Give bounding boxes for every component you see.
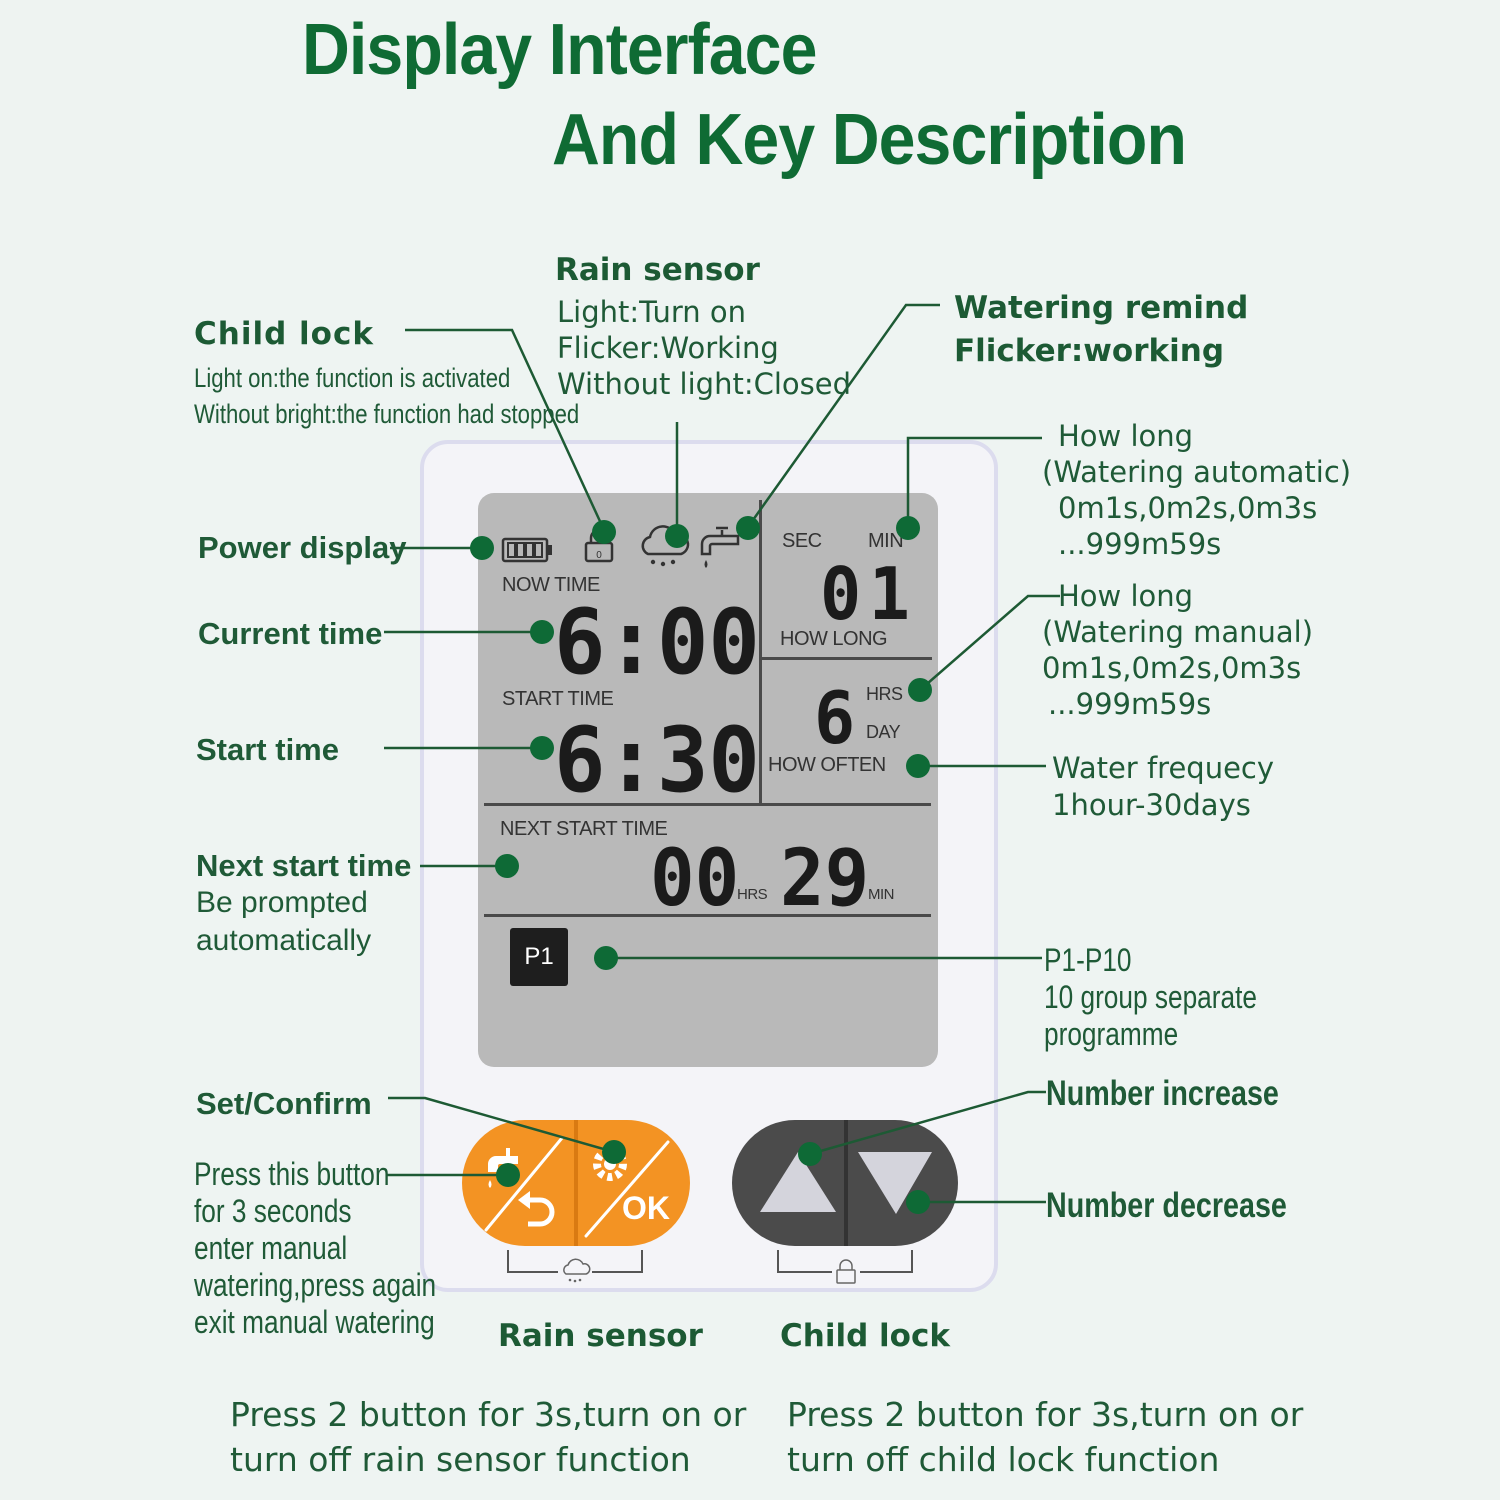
set-confirm-line: exit manual watering: [194, 1304, 435, 1340]
program-line: 10 group separate: [1044, 979, 1257, 1015]
how-long-auto-line: (Watering automatic): [1042, 455, 1352, 489]
now-time-label: NOW TIME: [502, 574, 600, 596]
start-time-label: START TIME: [502, 688, 614, 710]
ok-label: OK: [622, 1190, 670, 1226]
next-start-minutes: 29: [780, 834, 870, 924]
rain-sensor-line: Without light:Closed: [557, 367, 852, 401]
how-long-manual-line: (Watering manual): [1042, 615, 1314, 649]
rain-sensor-function-line: Press 2 button for 3s,turn on or: [230, 1395, 747, 1434]
sec-label: SEC: [782, 530, 822, 552]
start-time-callout: Start time: [196, 732, 339, 767]
program-desc: P1-P10 10 group separate programme: [1044, 942, 1257, 1053]
child-lock-bracket: [777, 1250, 913, 1286]
now-time-display: 6:00: [554, 590, 760, 695]
power-display-label: Power display: [198, 530, 407, 565]
how-often-display: 6: [814, 676, 856, 760]
how-long-auto-line: ...999m59s: [1058, 527, 1222, 561]
next-start-desc: Be prompted automatically: [196, 884, 371, 960]
child-lock-line: Without bright:the function had stopped: [194, 399, 580, 429]
child-lock-function-desc: Press 2 button for 3s,turn on or turn of…: [787, 1392, 1303, 1482]
rain-sensor-bracket: [507, 1250, 643, 1284]
next-start-heading: Next start time: [196, 848, 412, 883]
child-lock-function-line: turn off child lock function: [787, 1440, 1220, 1479]
up-arrow-icon: [760, 1152, 836, 1212]
battery-icon: [501, 537, 552, 563]
child-lock-line: Light on:the function is activated: [194, 363, 511, 393]
program-line: P1-P10: [1044, 942, 1132, 978]
set-confirm-line: Press this button: [194, 1156, 390, 1192]
program-line: programme: [1044, 1016, 1179, 1052]
set-confirm-line: for 3 seconds: [194, 1193, 352, 1229]
faucet-icon: [700, 526, 740, 568]
number-decrease-label: Number decrease: [1046, 1186, 1287, 1225]
number-increase-button[interactable]: [732, 1120, 845, 1246]
next-start-minutes-unit: MIN: [868, 886, 895, 903]
lcd-divider: [762, 657, 932, 660]
child-lock-heading: Child lock: [194, 316, 374, 352]
water-frequency-desc: Water frequecy 1hour-30days: [1052, 750, 1274, 824]
rain-sensor-desc: Light:Turn on Flicker:Working Without li…: [557, 294, 851, 402]
set-confirm-desc: Press this button for 3 seconds enter ma…: [194, 1156, 436, 1341]
down-arrow-icon: [858, 1152, 932, 1214]
how-long-display: 01: [820, 552, 918, 636]
number-decrease-button[interactable]: [848, 1120, 958, 1246]
how-long-manual-line: 0m1s,0m2s,0m3s: [1042, 651, 1302, 685]
child-lock-title: Child lock: [780, 1318, 950, 1354]
watering-remind-desc: Flicker:working: [954, 333, 1225, 369]
lcd-divider: [759, 500, 762, 804]
how-long-auto-desc: How long (Watering automatic) 0m1s,0m2s,…: [1042, 418, 1351, 562]
rain-sensor-function-desc: Press 2 button for 3s,turn on or turn of…: [230, 1392, 746, 1482]
lcd-divider: [484, 914, 931, 917]
rain-sensor-line: Light:Turn on: [557, 295, 746, 329]
program-badge: P1: [510, 928, 568, 986]
how-long-manual-line: ...999m59s: [1048, 687, 1212, 721]
set-confirm-line: enter manual: [194, 1230, 348, 1266]
page-title-line-1: Display Interface: [302, 10, 817, 90]
next-start-line: Be prompted: [196, 886, 368, 919]
next-start-line: automatically: [196, 924, 372, 957]
rain-sensor-heading: Rain sensor: [555, 252, 760, 288]
how-long-auto-line: How long: [1058, 419, 1194, 453]
child-lock-function-line: Press 2 button for 3s,turn on or: [787, 1395, 1304, 1434]
rain-cloud-icon: [641, 525, 690, 567]
page-title-line-2: And Key Description: [552, 100, 1187, 180]
start-time-display: 6:30: [554, 708, 760, 813]
lcd-divider: [484, 803, 931, 806]
button-divider: [844, 1120, 848, 1246]
child-lock-desc: Light on:the function is activated Witho…: [194, 360, 579, 432]
hrs-label: HRS: [866, 684, 903, 704]
how-long-auto-line: 0m1s,0m2s,0m3s: [1058, 491, 1318, 525]
program-badge-label: P1: [524, 943, 554, 970]
rain-sensor-line: Flicker:Working: [557, 331, 779, 365]
svg-text:0: 0: [596, 550, 602, 561]
current-time-label: Current time: [198, 616, 383, 651]
how-long-manual-line: How long: [1058, 579, 1194, 613]
number-increase-label: Number increase: [1046, 1074, 1279, 1113]
how-often-label: HOW OFTEN: [768, 754, 886, 776]
next-start-label: NEXT START TIME: [500, 818, 668, 840]
next-start-hours-unit: HRS: [737, 886, 768, 903]
watering-remind-heading: Watering remind: [954, 290, 1249, 326]
rain-sensor-function-line: turn off rain sensor function: [230, 1440, 691, 1479]
water-frequency-line: 1hour-30days: [1052, 788, 1251, 822]
water-frequency-line: Water frequecy: [1052, 751, 1275, 785]
how-long-manual-desc: How long (Watering manual) 0m1s,0m2s,0m3…: [1042, 578, 1313, 722]
rain-sensor-title: Rain sensor: [498, 1318, 703, 1354]
how-long-label: HOW LONG: [780, 628, 888, 650]
next-start-hours: 00: [650, 834, 740, 924]
set-confirm-line: watering,press again: [194, 1267, 437, 1303]
min-label: MIN: [868, 530, 904, 552]
day-label: DAY: [866, 722, 901, 742]
number-buttons: [732, 1120, 958, 1246]
set-confirm-heading: Set/Confirm: [196, 1086, 372, 1121]
